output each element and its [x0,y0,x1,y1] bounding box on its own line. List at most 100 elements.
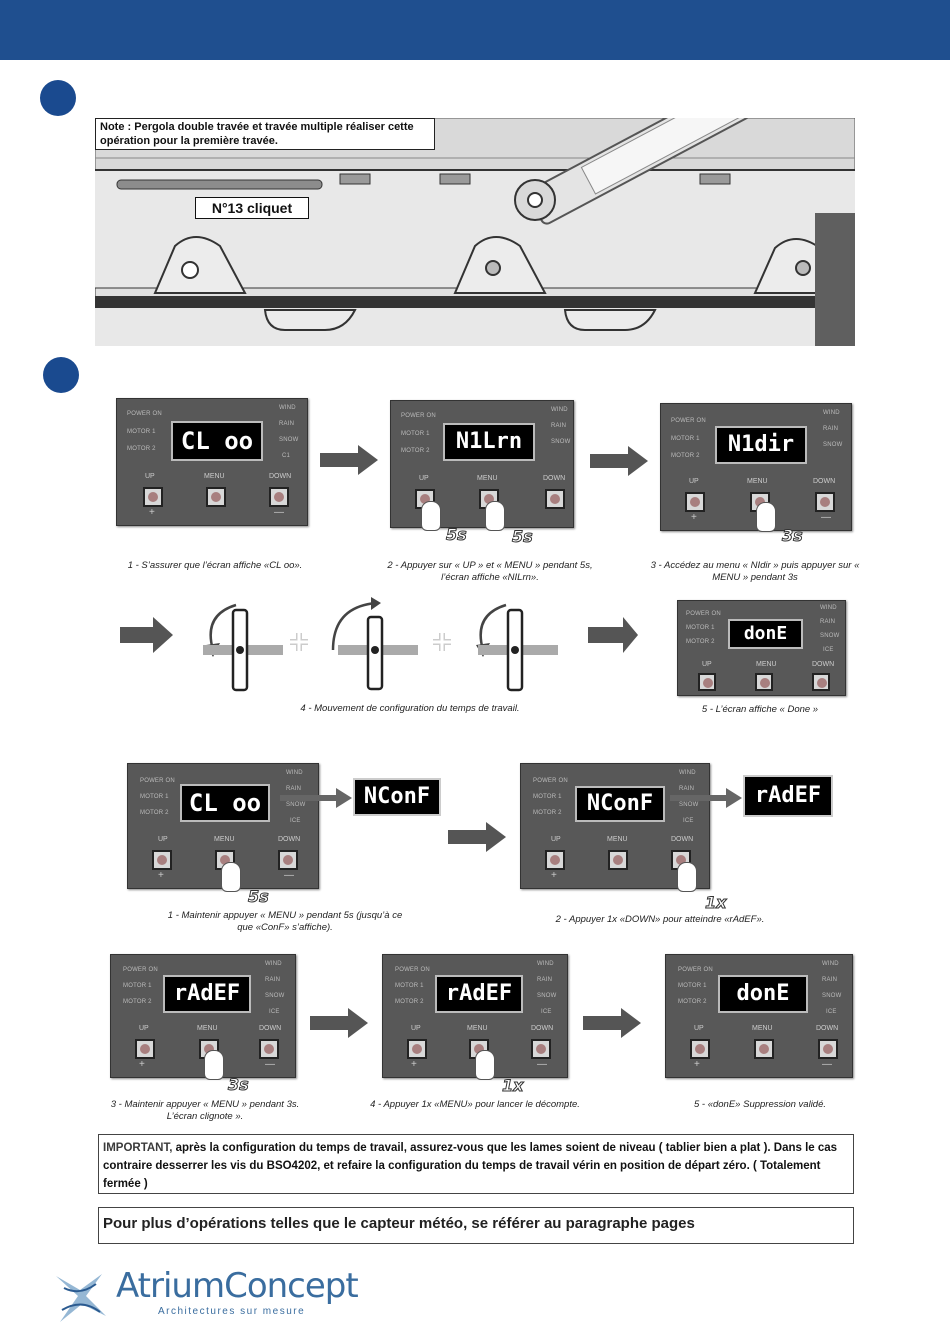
step-bullet-1 [40,80,76,116]
lcd-display: CL oo [180,784,270,822]
caption-s2-2: 2 - Appuyer 1x «DOWN» pour atteindre «rA… [555,914,765,925]
label-down: DOWN [812,661,835,668]
down-button[interactable] [815,492,835,512]
label-snow: SNOW [823,442,843,448]
controller-panel-s1-3: POWER ON MOTOR 1 MOTOR 2 WIND RAIN SNOW … [660,403,852,532]
label-motor1: MOTOR 1 [401,431,430,437]
label-menu: MENU [756,661,777,668]
label-motor1: MOTOR 1 [671,436,700,442]
arrow-right-icon [583,1008,641,1038]
minus-sign: — [274,507,284,518]
label-power-on: POWER ON [395,967,430,973]
label-motor2: MOTOR 2 [140,810,169,816]
label-snow: SNOW [265,993,285,999]
label-motor1: MOTOR 1 [678,983,707,989]
menu-button[interactable] [754,1039,774,1059]
up-button[interactable] [152,850,172,870]
down-button[interactable] [269,487,289,507]
label-motor1: MOTOR 1 [127,429,156,435]
step-bullet-2 [43,357,79,393]
up-button[interactable] [698,673,716,691]
label-up: UP [689,478,699,485]
up-button[interactable] [143,487,163,507]
timer-label: 3s [782,526,804,546]
label-motor2: MOTOR 2 [395,999,424,1005]
down-button[interactable] [812,673,830,691]
label-up: UP [551,836,561,843]
down-button[interactable] [545,489,565,509]
up-button[interactable] [690,1039,710,1059]
minus-sign: — [284,870,294,881]
label-up: UP [694,1025,704,1032]
label-up: UP [702,661,712,668]
label-wind: WIND [537,961,554,967]
menu-button[interactable] [755,673,773,691]
label-rain: RAIN [551,423,567,429]
label-wind: WIND [679,770,696,776]
popup-lcd: rAdEF [743,775,833,817]
down-button[interactable] [278,850,298,870]
label-motor1: MOTOR 1 [686,625,715,631]
label-motor2: MOTOR 2 [127,446,156,452]
label-wind: WIND [822,961,839,967]
arrow-right-icon [320,445,378,475]
up-button[interactable] [685,492,705,512]
label-down: DOWN [259,1025,282,1032]
plus-sign: + [694,1059,700,1070]
label-snow: SNOW [820,633,840,639]
label-rain: RAIN [537,977,553,983]
label-menu: MENU [752,1025,773,1032]
label-power-on: POWER ON [671,418,706,424]
label-motor2: MOTOR 2 [671,453,700,459]
caption-s2-1: 1 - Maintenir appuyer « MENU » pendant 5… [167,910,403,933]
timer-label: 3s [228,1075,250,1095]
label-snow: SNOW [279,437,299,443]
up-button[interactable] [407,1039,427,1059]
label-power-on: POWER ON [533,778,568,784]
label-menu: MENU [607,836,628,843]
timer-label: 1x [704,893,727,913]
label-down: DOWN [543,475,566,482]
caption-s2-5: 5 - «donE» Suppression validé. [693,1099,827,1110]
label-motor1: MOTOR 1 [123,983,152,989]
label-power-on: POWER ON [140,778,175,784]
label-up: UP [139,1025,149,1032]
down-button[interactable] [259,1039,279,1059]
down-button[interactable] [531,1039,551,1059]
controller-panel-s1-1: POWER ON MOTOR 1 MOTOR 2 WIND RAIN SNOW … [116,398,308,526]
lcd-display: donE [718,975,808,1013]
popup-lcd: NConF [353,778,441,816]
note-prefix: Note : [100,121,135,133]
label-motor2: MOTOR 2 [401,448,430,454]
timer-label: 5s [248,887,270,907]
minus-sign: — [821,512,831,523]
pergola-mechanism-illustration [95,118,855,346]
label-menu: MENU [477,475,498,482]
up-button[interactable] [545,850,565,870]
down-button[interactable] [818,1039,838,1059]
caption-s2-4: 4 - Appuyer 1x «MENU» pour lancer le déc… [370,1099,580,1110]
up-button[interactable] [135,1039,155,1059]
label-wind: WIND [265,961,282,967]
important-text: après la configuration du temps de trava… [103,1142,838,1190]
lcd-display: rAdEF [435,975,523,1013]
label-rain: RAIN [265,977,281,983]
label-power-on: POWER ON [127,411,162,417]
finger-press-icon [677,862,697,892]
timer-label: 5s [446,525,468,545]
label-ice: ICE [683,818,694,824]
label-ice: ICE [823,647,834,653]
label-rain: RAIN [286,786,302,792]
label-rain: RAIN [820,619,836,625]
controller-panel-s1-5: POWER ON MOTOR 1 MOTOR 2 WIND RAIN SNOW … [677,600,846,696]
plus-sign: + [551,870,557,881]
lcd-display: CL oo [171,421,263,461]
label-motor2: MOTOR 2 [678,999,707,1005]
note-text: Pergola double travée et travée multiple… [100,121,414,147]
label-wind: WIND [820,605,837,611]
menu-button[interactable] [206,487,226,507]
menu-button[interactable] [608,850,628,870]
label-rain: RAIN [822,977,838,983]
label-wind: WIND [551,407,568,413]
label-rain: RAIN [679,786,695,792]
